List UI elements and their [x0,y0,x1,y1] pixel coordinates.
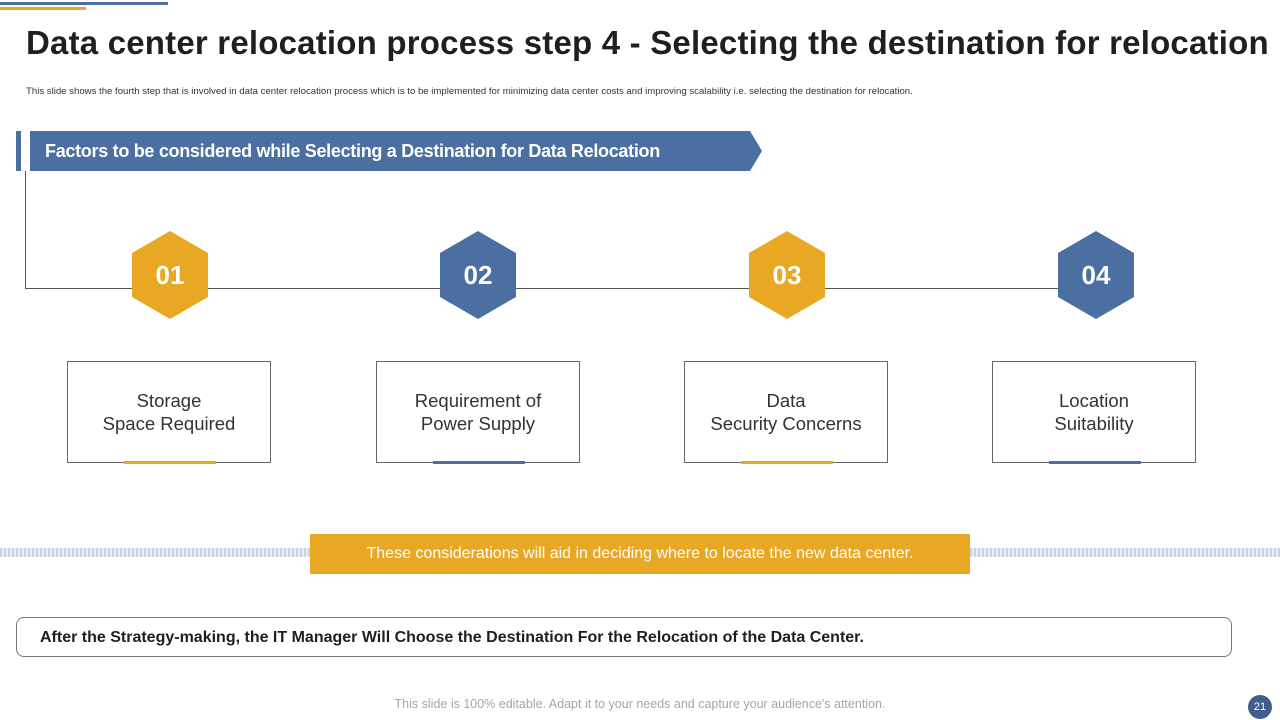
step-1-card-underline [124,461,216,464]
divider-stripe-left [0,548,310,557]
step-4-card-underline [1049,461,1141,464]
highlight-band: These considerations will aid in decidin… [310,534,970,574]
divider-stripe-right [970,548,1280,557]
step-4-number: 04 [1081,259,1111,290]
step-1-label: Storage Space Required [102,390,236,434]
step-2-number: 02 [463,259,493,290]
factors-banner: Factors to be considered while Selecting… [30,131,762,171]
step-4-hexagon: 04 [1058,231,1134,319]
step-4-card: Location Suitability [992,361,1196,464]
page-number-badge: 21 [1248,695,1272,719]
step-3-label: Data Security Concerns [710,390,862,434]
step-2-card: Requirement of Power Supply [376,361,580,464]
footer-text: This slide is 100% editable. Adapt it to… [394,697,886,711]
note-text: After the Strategy-making, the IT Manage… [40,629,864,646]
step-2-label: Requirement of Power Supply [414,390,542,434]
step-1-card: Storage Space Required [67,361,271,464]
step-2-card-underline [433,461,525,464]
step-3-number: 03 [772,259,802,290]
top-accent-line-blue [0,2,168,5]
slide-subtitle: This slide shows the fourth step that is… [26,86,913,97]
connector-horizontal-line [25,288,1110,289]
step-2-hexagon: 02 [440,231,516,319]
step-1-number: 01 [155,259,185,290]
step-3-card: Data Security Concerns [684,361,888,464]
banner-accent-bar [16,131,21,171]
step-1-hexagon: 01 [132,231,208,319]
step-4-label: Location Suitability [1054,390,1134,434]
step-3-hexagon: 03 [749,231,825,319]
top-accent-line-gold [0,7,86,10]
banner-text: Factors to be considered while Selecting… [45,141,660,161]
step-3-card-underline [741,461,833,464]
slide-title: Data center relocation process step 4 - … [26,24,1269,61]
connector-vertical-line [25,171,26,288]
highlight-text: These considerations will aid in decidin… [366,545,914,562]
note-box: After the Strategy-making, the IT Manage… [16,617,1232,657]
